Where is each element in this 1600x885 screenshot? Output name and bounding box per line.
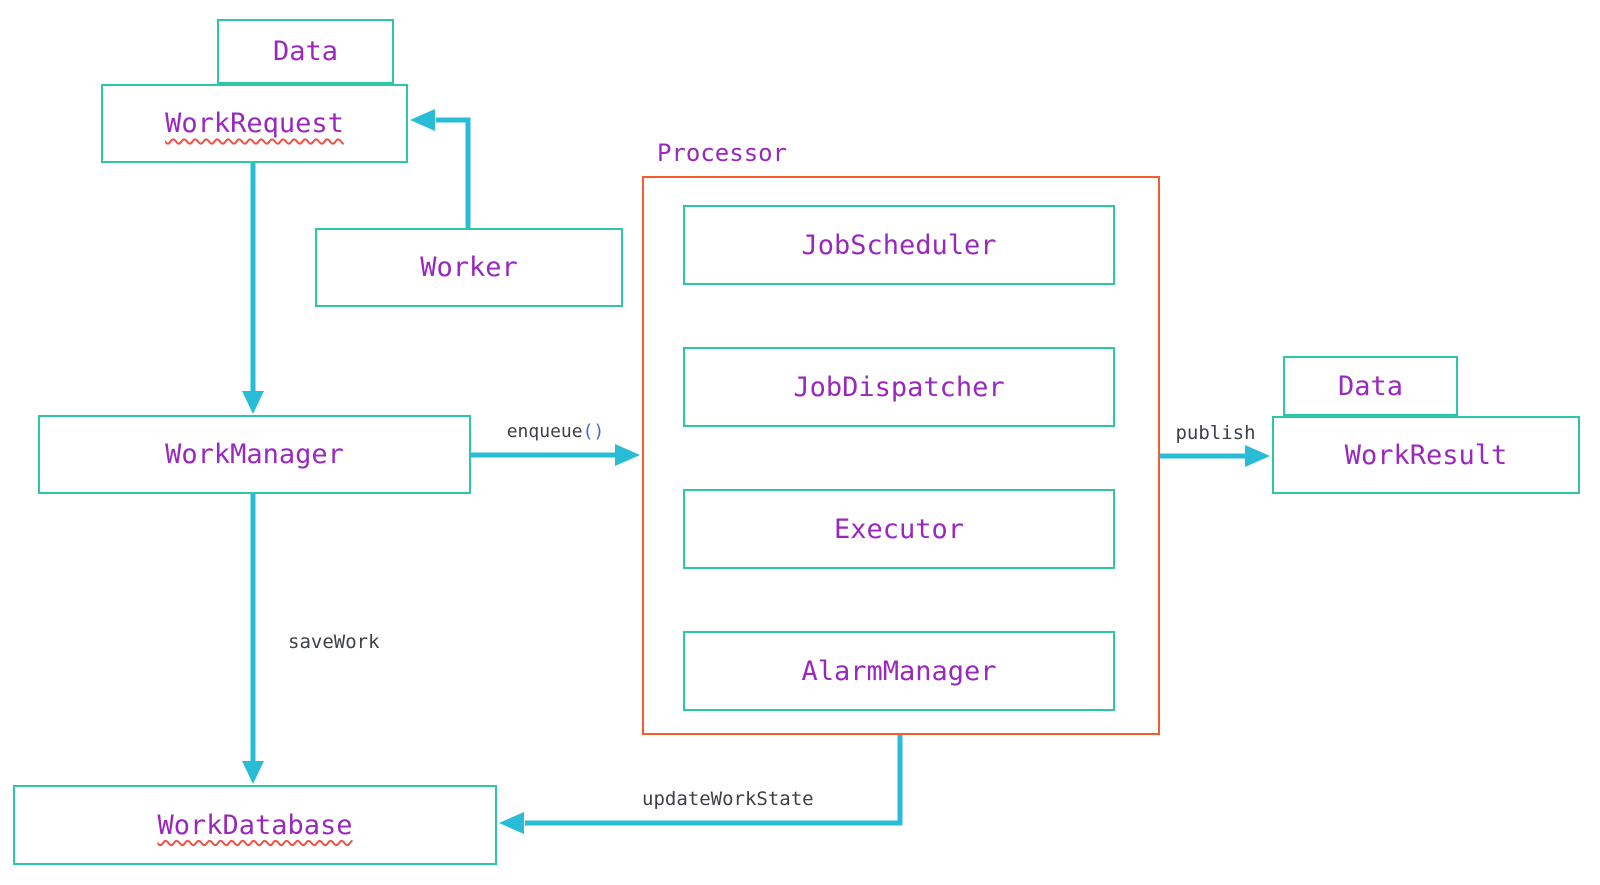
node-workmanager: WorkManager [38,415,471,494]
node-workmanager-label: WorkManager [165,439,344,470]
node-data-right-label: Data [1337,370,1404,402]
node-workrequest: WorkRequest [101,84,408,163]
arrow-workrequest-to-workmanager [242,163,264,414]
node-workresult: WorkResult [1272,416,1580,494]
processor-group-title: Processor [657,139,788,167]
node-alarmmanager-label: AlarmManager [801,655,997,687]
arrow-updateworkstate-processor-to-workdatabase [499,735,903,834]
node-jobscheduler-label: JobScheduler [801,229,997,261]
node-workdatabase-label: WorkDatabase [157,809,353,841]
node-worker-label: Worker [420,252,518,283]
edge-label-updateworkstate: updateWorkState [642,788,814,810]
edge-label-savework: saveWork [288,631,380,653]
node-data-left: Data [217,19,394,84]
edge-label-enqueue-text: enqueue [506,421,583,442]
node-worker: Worker [315,228,623,307]
node-data-right: Data [1283,356,1458,416]
arrow-savework-workmanager-to-workdatabase [242,494,264,784]
node-jobdispatcher: JobDispatcher [683,347,1115,427]
node-data-left-label: Data [272,36,339,67]
node-executor: Executor [683,489,1115,569]
node-workrequest-label: WorkRequest [165,108,344,139]
node-jobdispatcher-label: JobDispatcher [793,371,1005,403]
edge-label-publish: publish [1175,422,1256,444]
node-workdatabase: WorkDatabase [13,785,497,865]
arrow-publish-processor-to-workresult [1160,445,1270,467]
node-jobscheduler: JobScheduler [683,205,1115,285]
node-alarmmanager: AlarmManager [683,631,1115,711]
arrow-worker-to-workrequest [410,109,471,228]
arrow-enqueue-workmanager-to-processor [470,444,640,466]
edge-label-enqueue: enqueue() [470,421,641,442]
node-executor-label: Executor [833,513,965,545]
node-processor-group [642,176,1160,735]
node-workresult-label: WorkResult [1344,439,1508,471]
edge-label-enqueue-parens: () [582,421,605,442]
